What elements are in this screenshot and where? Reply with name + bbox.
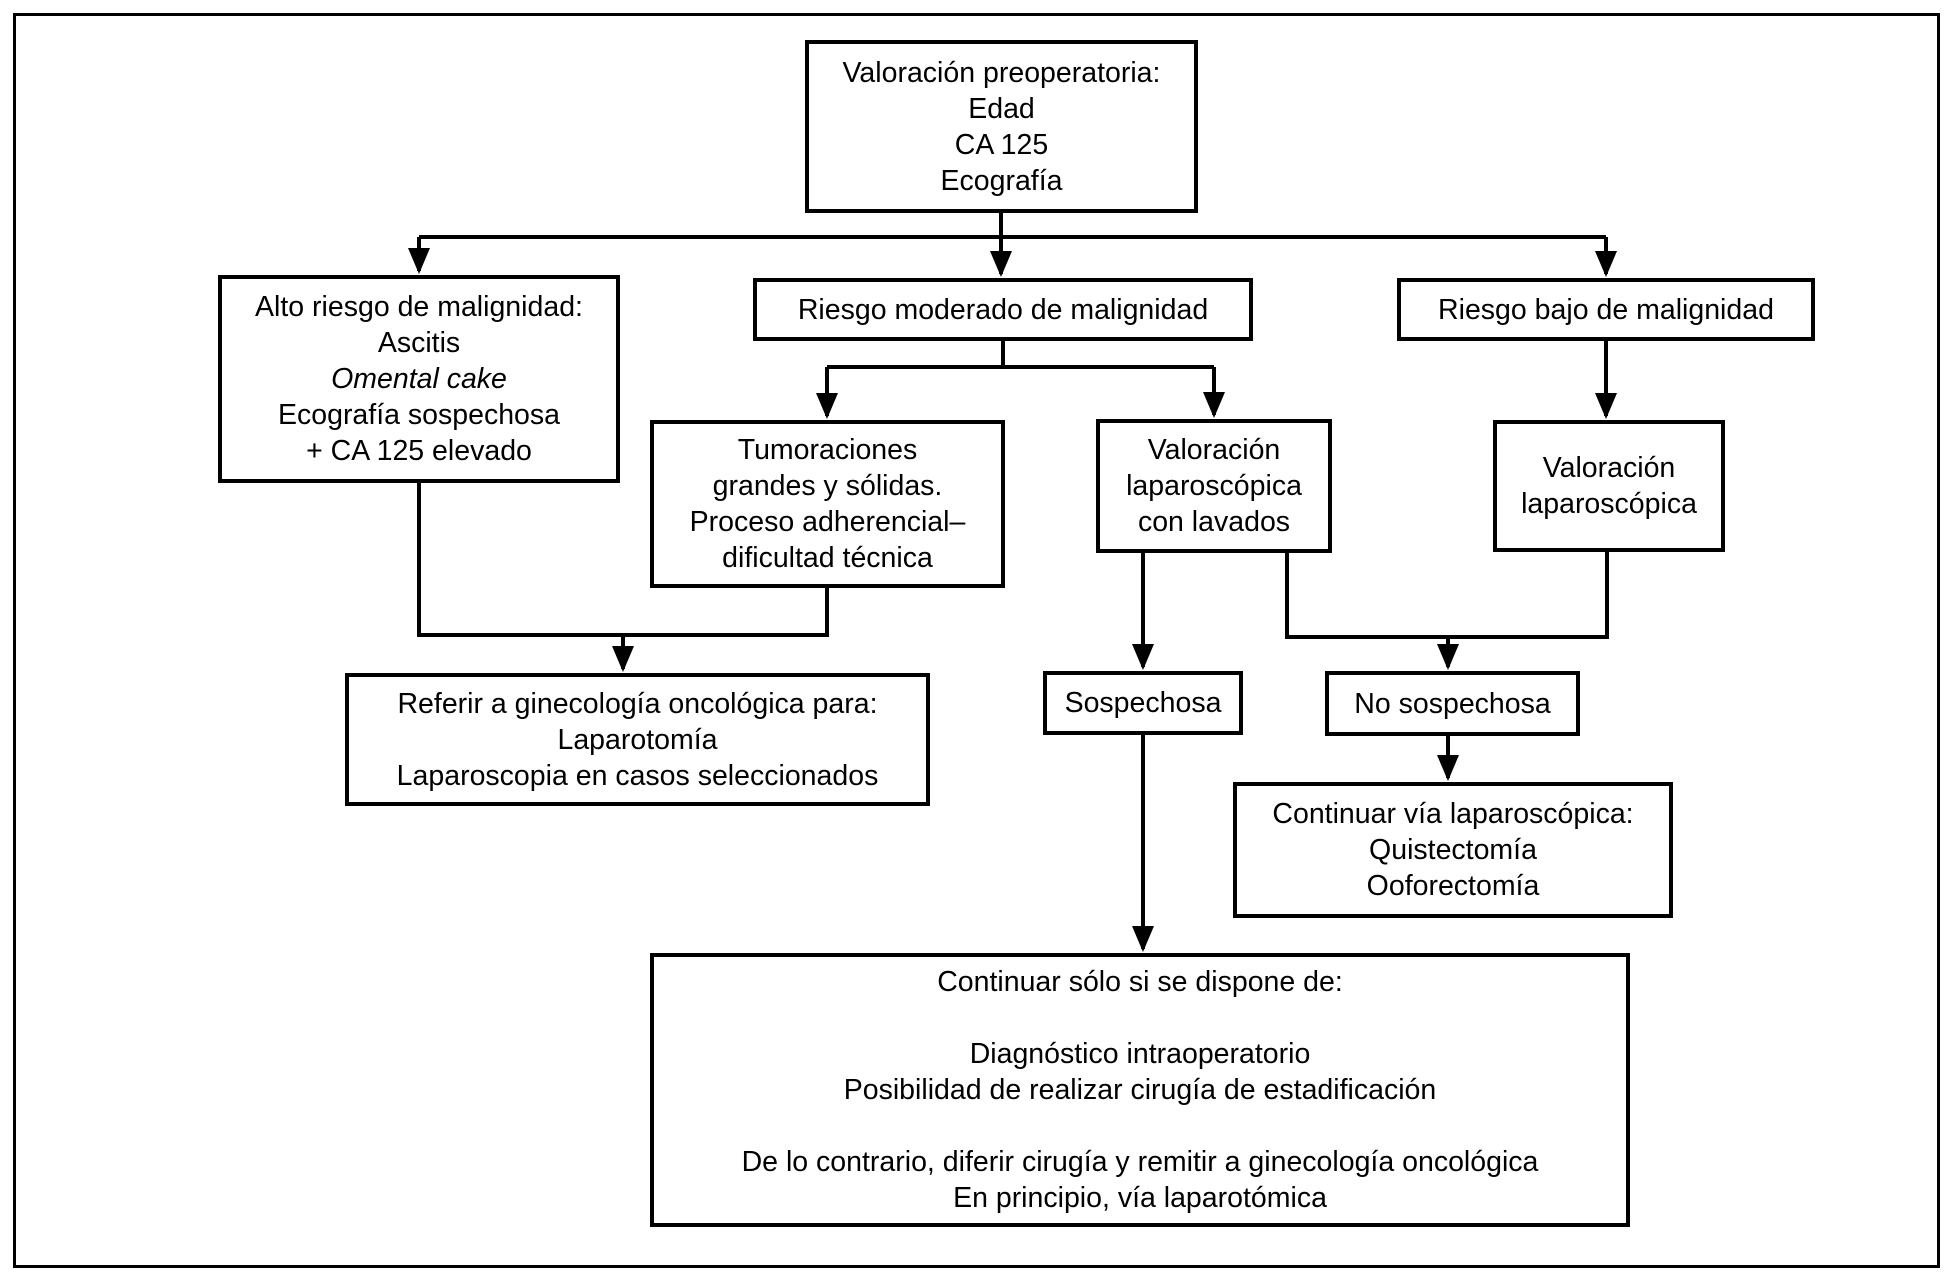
node-text: grandes y sólidas. [712, 470, 943, 502]
node-text: Riesgo bajo de malignidad [1438, 293, 1774, 326]
node-text: Edad [968, 92, 1035, 125]
node-text: dificultad técnica [722, 542, 933, 574]
node-text: laparoscópica [1126, 470, 1302, 502]
node-text: laparoscópica [1521, 488, 1697, 520]
node-text: Posibilidad de realizar cirugía de estad… [843, 1074, 1437, 1106]
node-text: Ecografía [940, 164, 1063, 197]
node-riesgo-moderado: Riesgo moderado de malignidad [753, 278, 1253, 341]
node-text: De lo contrario, diferir cirugía y remit… [741, 1146, 1539, 1178]
node-valoracion-laparoscopica: Valoración laparoscópica [1493, 420, 1725, 552]
node-text: con lavados [1137, 506, 1291, 538]
node-continuar-laparoscopica: Continuar vía laparoscópica: Quistectomí… [1233, 782, 1673, 918]
node-text: Referir a ginecología oncológica para: [397, 687, 878, 720]
node-continuar-solo: Continuar sólo si se dispone de: Diagnós… [650, 953, 1630, 1227]
node-text: CA 125 [954, 128, 1049, 161]
node-text: Riesgo moderado de malignidad [797, 293, 1209, 326]
node-text: Laparoscopia en casos seleccionados [396, 759, 879, 792]
node-text: Tumoraciones [737, 434, 918, 466]
node-text: Ecografía sospechosa [277, 399, 560, 431]
node-text: Valoración [1147, 434, 1281, 466]
node-text: Ooforectomía [1366, 870, 1540, 902]
node-text-italic: Omental cake [331, 363, 507, 395]
node-text: Diagnóstico intraoperatorio [969, 1038, 1311, 1070]
node-text: Sospechosa [1064, 687, 1222, 719]
figure-border [13, 13, 1940, 1268]
node-text: Laparotomía [557, 723, 718, 756]
node-text: No sospechosa [1354, 687, 1551, 720]
node-text: Alto riesgo de malignidad: [255, 291, 583, 323]
node-text: En principio, vía laparotómica [953, 1182, 1327, 1214]
node-referir: Referir a ginecología oncológica para: L… [345, 673, 930, 806]
node-no-sospechosa: No sospechosa [1325, 671, 1580, 736]
node-riesgo-bajo: Riesgo bajo de malignidad [1397, 278, 1815, 341]
node-tumoraciones: Tumoraciones grandes y sólidas. Proceso … [650, 420, 1005, 588]
node-text: Proceso adherencial– [689, 506, 966, 538]
node-text: Valoración preoperatoria: [842, 56, 1161, 89]
node-text: Valoración [1542, 452, 1676, 484]
node-text: Ascitis [377, 327, 461, 359]
node-valoracion-lavados: Valoración laparoscópica con lavados [1096, 419, 1332, 553]
node-text: + CA 125 elevado [306, 435, 532, 467]
node-text: Continuar sólo si se dispone de: [937, 966, 1343, 998]
node-text: Quistectomía [1369, 834, 1537, 866]
node-alto-riesgo: Alto riesgo de malignidad: Ascitis Oment… [218, 275, 620, 483]
node-valoracion-preoperatoria: Valoración preoperatoria: Edad CA 125 Ec… [805, 40, 1198, 213]
node-sospechosa: Sospechosa [1043, 671, 1243, 735]
node-text: Continuar vía laparoscópica: [1272, 798, 1634, 830]
